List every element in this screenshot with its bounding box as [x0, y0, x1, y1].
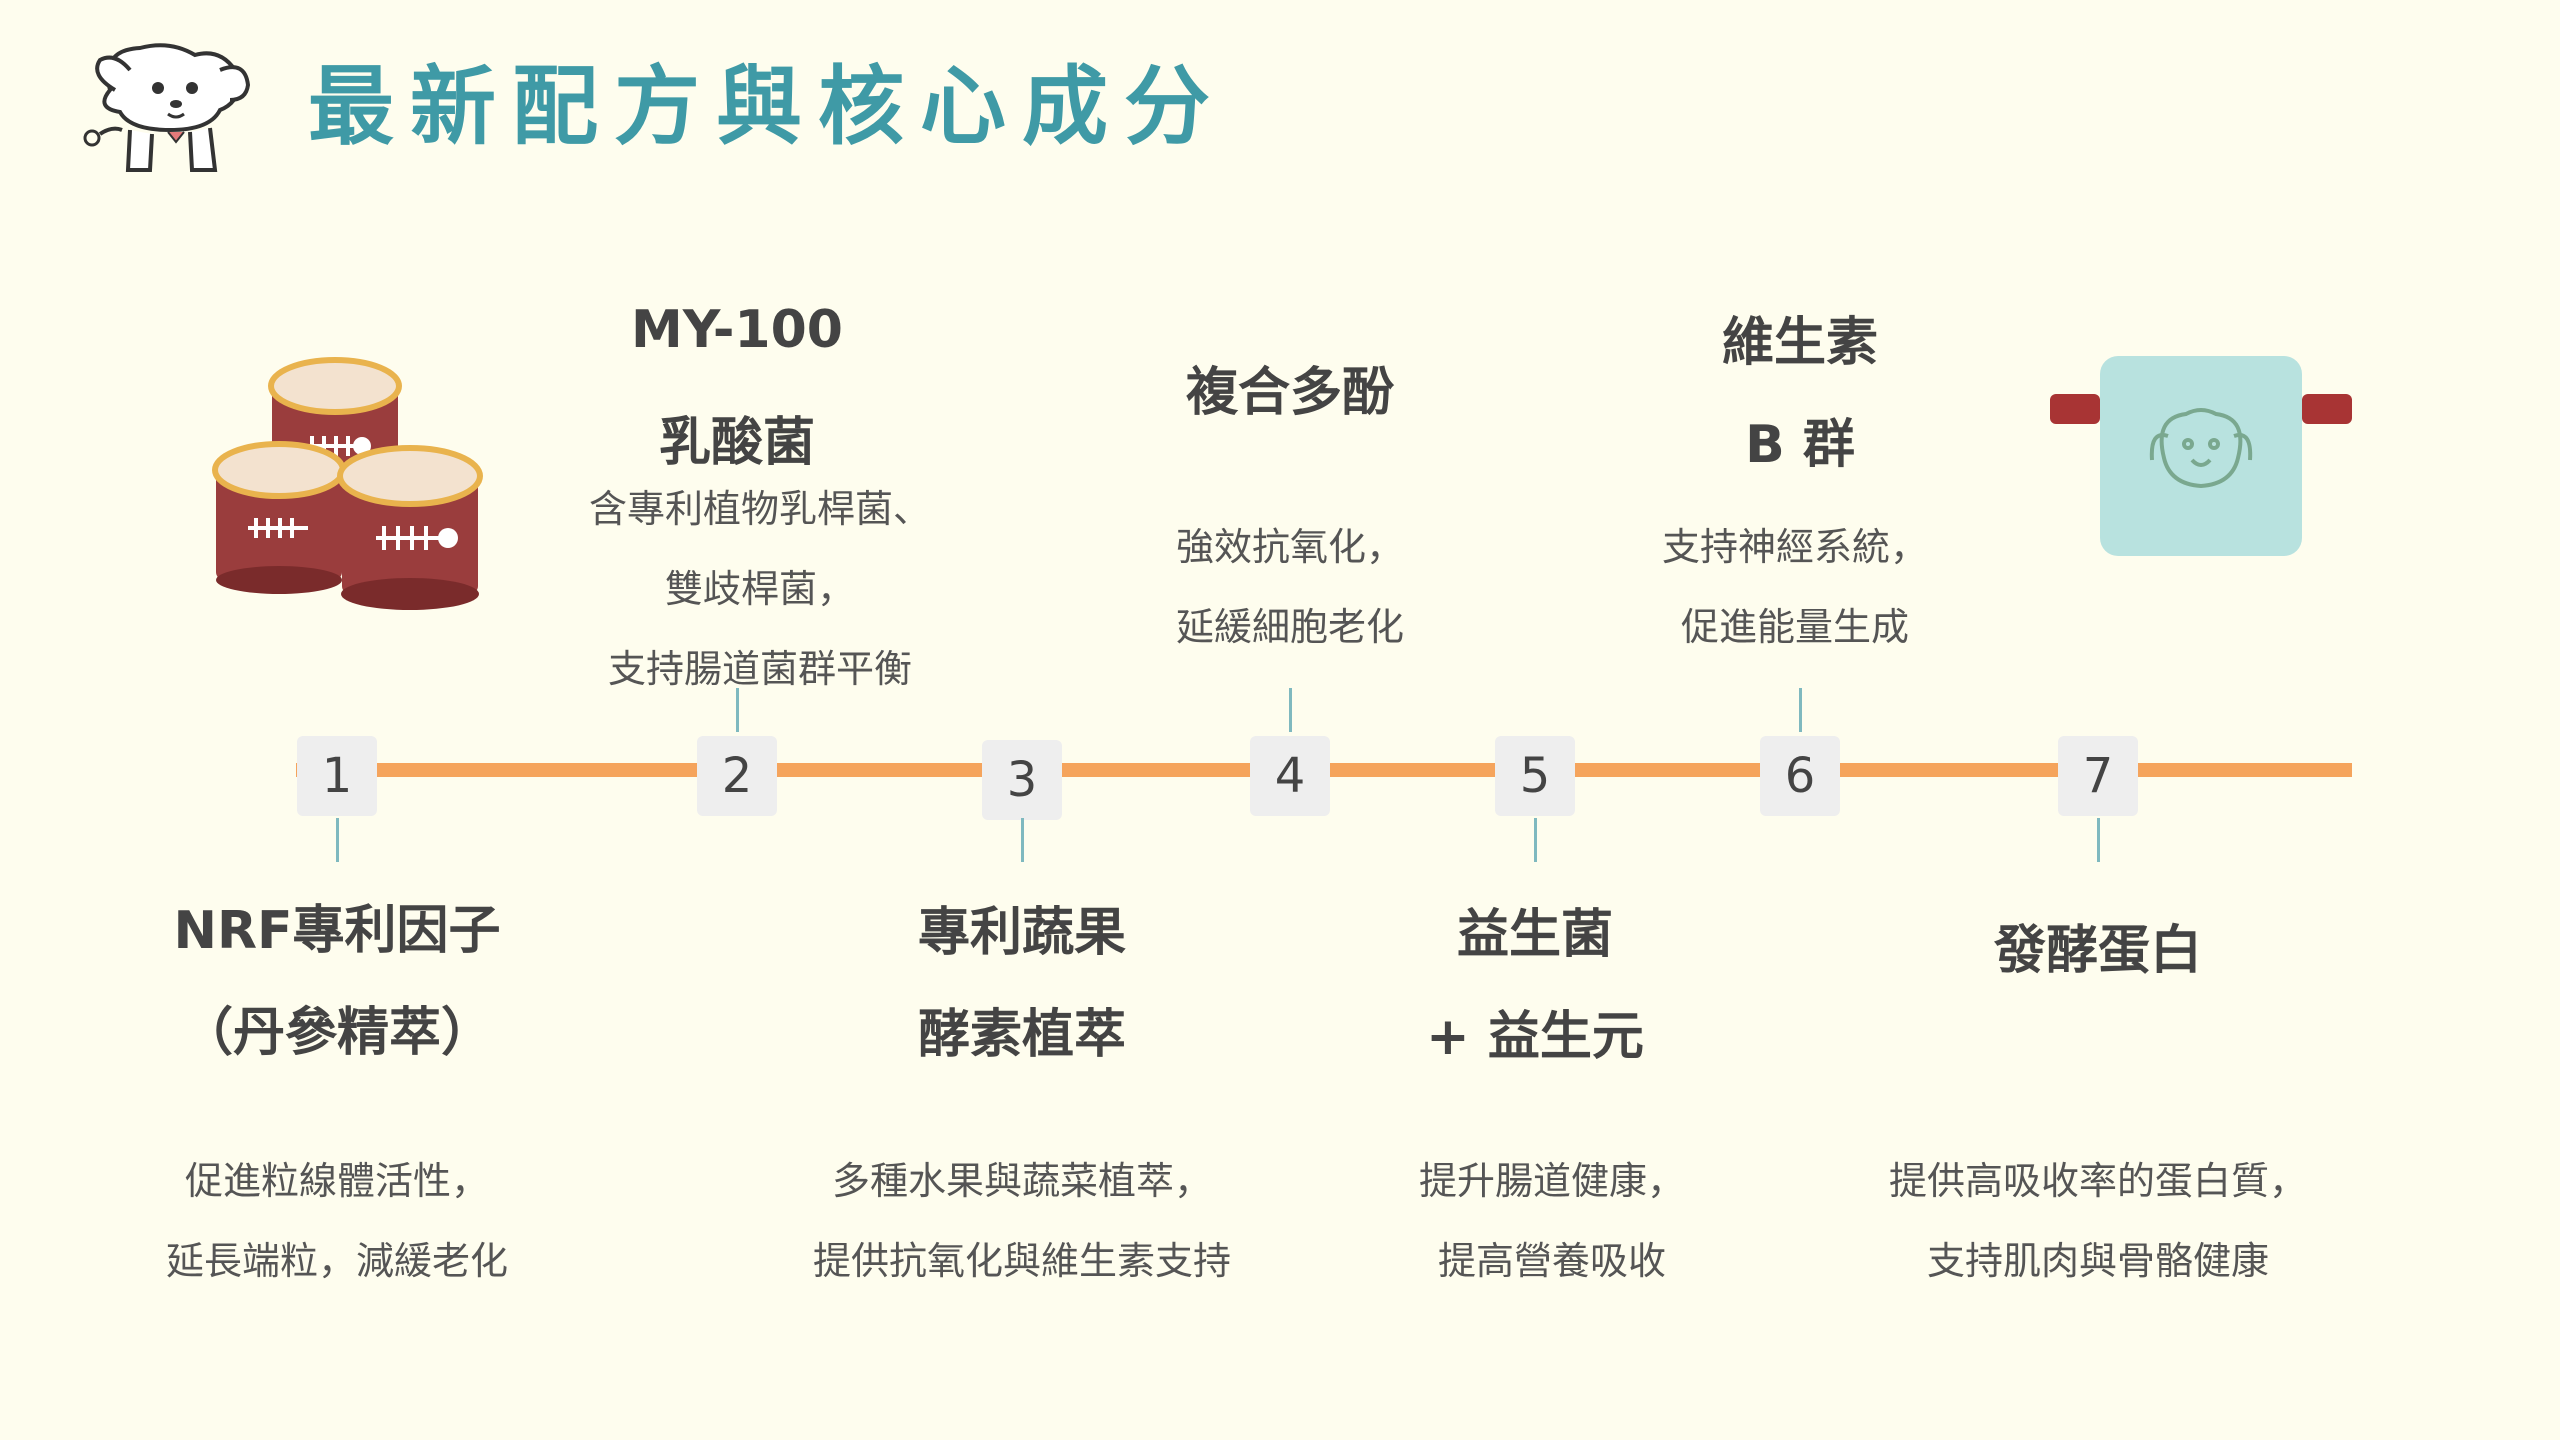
- ingredient-heading: NRF專利因子: [173, 901, 501, 961]
- timeline-tick: [2097, 818, 2100, 862]
- ingredient-description: 促進能量生成: [1680, 605, 1910, 649]
- ingredient-heading: + 益生元: [1426, 1007, 1644, 1067]
- ingredient-description: 多種水果與蔬菜植萃，: [831, 1159, 1213, 1203]
- ingredient-description: 支持肌肉與骨骼健康: [1926, 1239, 2270, 1283]
- timeline-tick: [1289, 688, 1292, 732]
- timeline-marker: 6: [1760, 736, 1840, 816]
- ingredient-description: 提供抗氧化與維生素支持: [812, 1239, 1232, 1283]
- timeline-tick: [1799, 688, 1802, 732]
- timeline-tick: [736, 688, 739, 732]
- ingredient-description: 支持腸道菌群平衡: [607, 647, 913, 691]
- ingredient-description: 雙歧桿菌，: [664, 567, 856, 611]
- ingredient-heading: B 群: [1745, 415, 1855, 475]
- timeline-marker: 3: [982, 740, 1062, 820]
- pet-bottle-icon: [2050, 356, 2352, 556]
- ingredient-heading: 酵素植萃: [917, 1005, 1127, 1065]
- timeline-marker: 7: [2058, 736, 2138, 816]
- ingredient-description: 提供高吸收率的蛋白質，: [1888, 1159, 2308, 1203]
- timeline-marker: 1: [297, 736, 377, 816]
- ingredient-heading: MY-100: [631, 300, 843, 360]
- ingredient-heading: 發酵蛋白: [1993, 921, 2203, 981]
- ingredient-description: 促進粒線體活性，: [184, 1159, 490, 1203]
- ingredient-heading: 專利蔬果: [917, 903, 1127, 963]
- ingredient-heading: 益生菌: [1456, 905, 1614, 965]
- timeline-marker: 4: [1250, 736, 1330, 816]
- timeline-marker: 5: [1495, 736, 1575, 816]
- ingredient-description: 強效抗氧化，: [1175, 525, 1405, 569]
- puppy-logo-icon: [83, 43, 251, 172]
- ingredient-heading: 複合多酚: [1185, 363, 1395, 423]
- ingredient-description: 含專利植物乳桿菌、: [588, 487, 932, 531]
- ingredient-heading: （丹參精萃）: [180, 1003, 494, 1063]
- pet-food-cans-icon: [212, 357, 483, 610]
- ingredient-description: 提高營養吸收: [1437, 1239, 1667, 1283]
- ingredient-description: 支持神經系統，: [1661, 525, 1929, 569]
- ingredient-description: 延緩細胞老化: [1175, 605, 1405, 649]
- ingredient-description: 延長端粒，減緩老化: [165, 1239, 509, 1283]
- timeline-tick: [1534, 818, 1537, 862]
- timeline-marker: 2: [697, 736, 777, 816]
- page-title: 最新配方與核心成分: [308, 57, 1226, 157]
- timeline-tick: [1021, 818, 1024, 862]
- ingredient-description: 提升腸道健康，: [1418, 1159, 1686, 1203]
- ingredient-heading: 乳酸菌: [658, 413, 816, 473]
- ingredient-heading: 維生素: [1721, 313, 1879, 373]
- timeline-tick: [336, 818, 339, 862]
